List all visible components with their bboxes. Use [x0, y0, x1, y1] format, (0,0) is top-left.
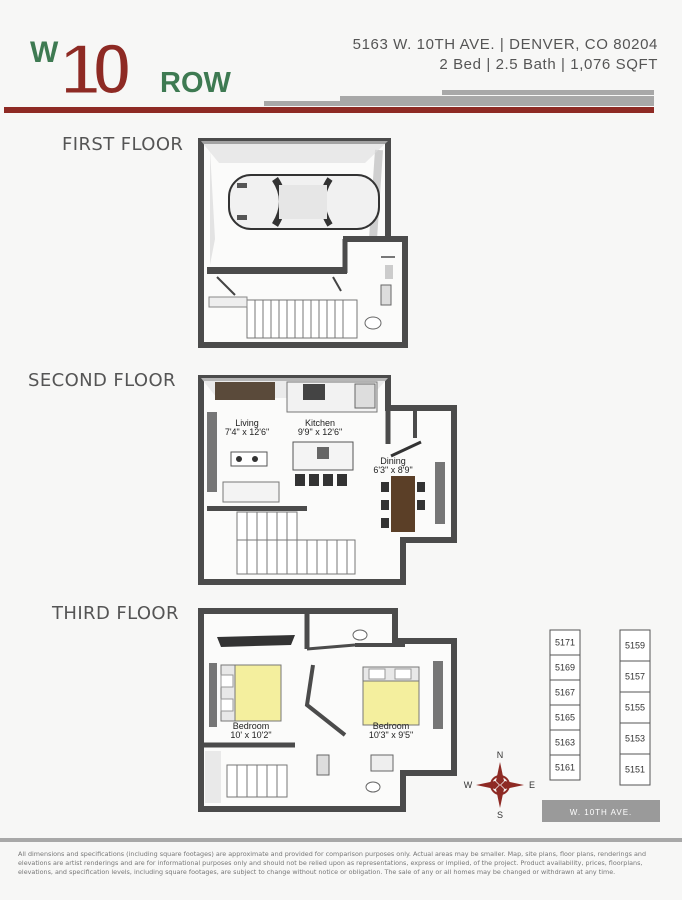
stairs: [205, 751, 288, 803]
site-plan: 5171 5169 5167 5165 5163 5161 5159 5157 5155 515…: [542, 629, 660, 822]
toilet-icon: [364, 316, 382, 330]
lot-box: [619, 660, 651, 693]
compass-s: S: [497, 810, 503, 820]
grey-band-3: [264, 101, 654, 106]
specs-line: 2 Bed | 2.5 Bath | 1,076 SQFT: [439, 56, 658, 73]
logo-letter: W: [30, 36, 59, 69]
sink-icon: [354, 383, 376, 409]
sofa: [222, 481, 280, 503]
street-label: W. 10TH AVE.: [570, 808, 633, 817]
bed2-window: [433, 661, 443, 729]
lot-box: [549, 754, 581, 781]
living-size: 7'4" x 12'6": [225, 427, 269, 437]
tv-console: [215, 382, 275, 400]
car-icon: [228, 174, 380, 230]
w10row-logo: W 10 ROW: [30, 29, 232, 101]
coffee-table: [230, 451, 268, 467]
second-floor-plan: Living 7'4" x 12'6" Kitchen 9'9" x 12'6"…: [198, 375, 457, 585]
lot-label: 5169: [555, 663, 575, 673]
dining-size: 6'3" x 8'9": [373, 465, 412, 475]
bed2-name: Bedroom: [373, 721, 410, 731]
street-bar: [542, 800, 660, 822]
kitchen-size: 9'9" x 12'6": [298, 427, 342, 437]
bed2-size: 10'3" x 9'5": [369, 730, 413, 740]
footer-rule: [0, 838, 682, 842]
stairs: [208, 296, 358, 339]
bed1-name: Bedroom: [233, 721, 270, 731]
lot-label: 5159: [625, 641, 645, 651]
third-floor-plan: Bedroom 10' x 10'2" Bedroom 10'3" x 9'5": [198, 608, 457, 812]
lot-label: 5155: [625, 703, 645, 713]
lot-box: [549, 729, 581, 756]
range-icon: [303, 384, 325, 400]
bed1-window: [217, 635, 295, 647]
compass-n: N: [497, 750, 504, 760]
kitchen-name: Kitchen: [305, 418, 335, 428]
dining-window: [435, 462, 445, 524]
stairs: [207, 506, 356, 575]
dining-table: [391, 476, 415, 532]
lot-label: 5151: [625, 765, 645, 775]
lot-label: 5163: [555, 738, 575, 748]
accent-band: [4, 107, 654, 113]
lot-box: [619, 753, 651, 786]
lot-label: 5153: [625, 734, 645, 744]
lot-label: 5167: [555, 688, 575, 698]
lot-box: [549, 629, 581, 656]
lot-label: 5157: [625, 672, 645, 682]
bed1-size: 10' x 10'2": [230, 730, 271, 740]
logo-word: ROW: [160, 67, 232, 99]
lot-box: [619, 722, 651, 755]
grey-band-2: [340, 96, 654, 101]
disclaimer-text: All dimensions and specifications (inclu…: [18, 850, 647, 876]
compass-e: E: [529, 780, 535, 790]
header-bands: [4, 90, 654, 113]
living-window: [207, 412, 217, 492]
lot-box: [619, 691, 651, 724]
living-name: Living: [235, 418, 259, 428]
toilet-icon: [365, 781, 381, 793]
second-floor-title: SECOND FLOOR: [28, 370, 176, 391]
compass-w: W: [464, 780, 473, 790]
first-floor-title: FIRST FLOOR: [62, 134, 184, 155]
third-floor-title: THIRD FLOOR: [52, 603, 179, 624]
dining-name: Dining: [380, 456, 406, 466]
first-floor-plan: [198, 138, 408, 348]
lot-label: 5161: [555, 763, 575, 773]
lot-label: 5171: [555, 638, 575, 648]
toilet-icon: [352, 629, 368, 641]
grey-band-1: [442, 90, 654, 95]
lot-label: 5165: [555, 713, 575, 723]
address-line: 5163 W. 10TH AVE. | DENVER, CO 80204: [352, 36, 658, 53]
compass-rose-icon: N S W E: [464, 750, 535, 820]
